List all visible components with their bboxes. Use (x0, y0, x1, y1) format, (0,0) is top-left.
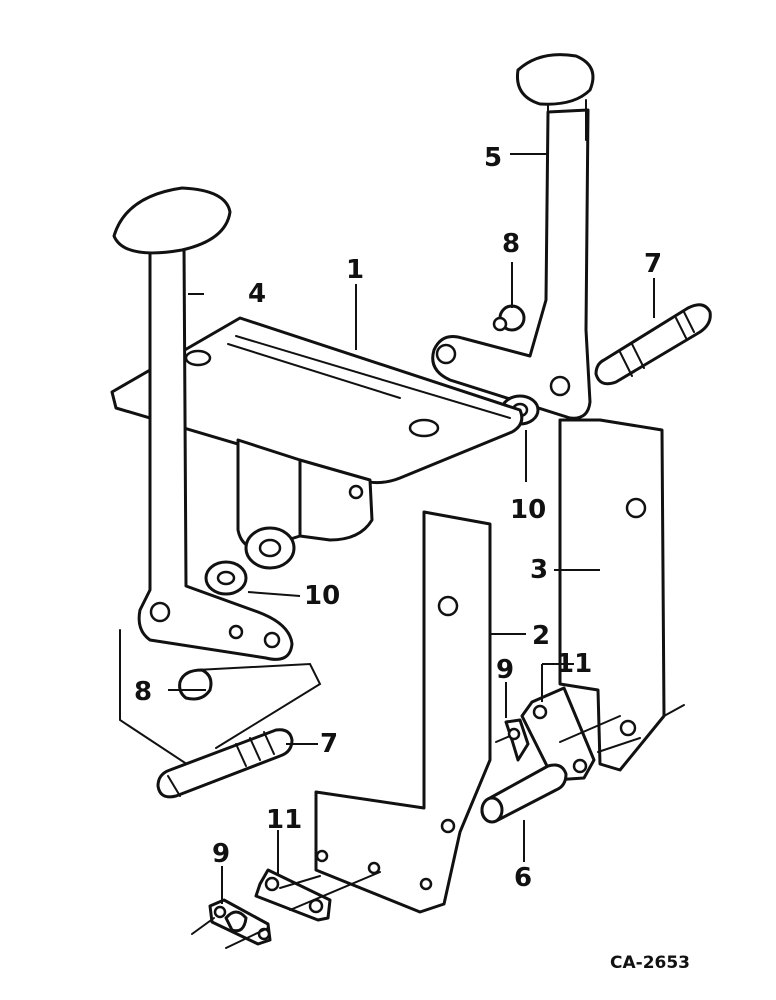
hand-lever-5 (431, 53, 595, 420)
bracket-plate-3 (558, 418, 685, 772)
callout-9-left: 9 (212, 839, 230, 869)
figure-code: CA-2653 (610, 953, 690, 973)
callout-9-right: 9 (496, 655, 514, 685)
callout-10-upper: 10 (510, 495, 546, 525)
callout-8-lower: 8 (134, 677, 152, 707)
pin-6 (480, 763, 568, 824)
washer-10-lower (204, 560, 248, 596)
callout-7-lower: 7 (320, 729, 338, 759)
callout-4: 4 (248, 279, 266, 309)
knob-8-upper (492, 304, 526, 332)
callout-6: 6 (514, 863, 532, 893)
clamp-11-right (520, 686, 641, 782)
callout-10-lower: 10 (304, 581, 340, 611)
callout-5: 5 (484, 143, 502, 173)
callout-labels: 5 8 7 4 1 10 3 10 2 9 11 8 7 6 11 9 CA-2… (134, 143, 690, 973)
callout-2: 2 (532, 621, 550, 651)
callout-7-upper: 7 (644, 249, 662, 279)
knob-8-lower (178, 668, 213, 701)
callout-1: 1 (346, 255, 364, 285)
bracket-plate-2 (314, 510, 492, 914)
callout-11-left: 11 (266, 805, 302, 835)
callout-3: 3 (530, 555, 548, 585)
callout-11-right: 11 (556, 649, 592, 679)
clip-9-left (191, 898, 272, 949)
threaded-pin-7-lower (156, 662, 322, 799)
clamp-11-left (254, 868, 381, 922)
callout-8-upper: 8 (502, 229, 520, 259)
clip-9-right (495, 718, 530, 762)
hand-lever-4 (112, 186, 294, 783)
threaded-pin-7-upper (594, 303, 712, 386)
callout-leaders (168, 153, 655, 904)
base-plate-1 (110, 316, 524, 570)
